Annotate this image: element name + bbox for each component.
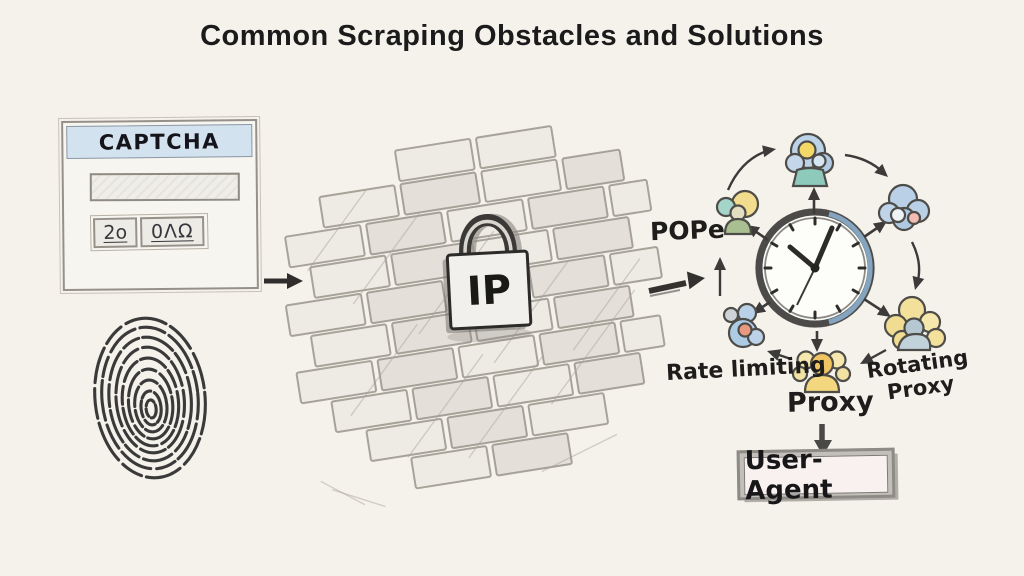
cloud-icon-bottom-left [722, 302, 766, 349]
proxy-group-icon [791, 350, 852, 394]
cloud-icon-top-right [877, 183, 931, 232]
minute-hand [812, 225, 835, 271]
proxy-rotation-cycle [648, 132, 947, 456]
user-cloud-icon-top [784, 132, 835, 188]
cycle-arrowheads [714, 145, 925, 364]
ip-padlock-icon: IP [442, 213, 533, 343]
user-cloud-icon-bottom-right [883, 295, 947, 352]
arrow-wall-to-cycle [648, 271, 705, 297]
clock-ticks [763, 216, 867, 320]
user-cloud-icon-left [715, 189, 760, 236]
brick-rows [284, 125, 666, 508]
hour-hand [787, 244, 818, 271]
arrow-captcha-to-wall [264, 273, 303, 289]
fingerprint-icon [93, 316, 207, 480]
proxy-label: Proxy [786, 386, 874, 419]
user-agent-label: User-Agent [743, 445, 889, 506]
ip-label: IP [466, 267, 513, 315]
radial-arrows [746, 187, 891, 352]
clock-icon [755, 208, 875, 328]
pope-label: POPe [649, 214, 726, 247]
second-hand [796, 267, 816, 306]
page-title: Common Scraping Obstacles and Solutions [200, 20, 824, 52]
user-agent-box: User-Agent [736, 445, 896, 506]
firewall-brick-wall: IP [284, 125, 666, 508]
